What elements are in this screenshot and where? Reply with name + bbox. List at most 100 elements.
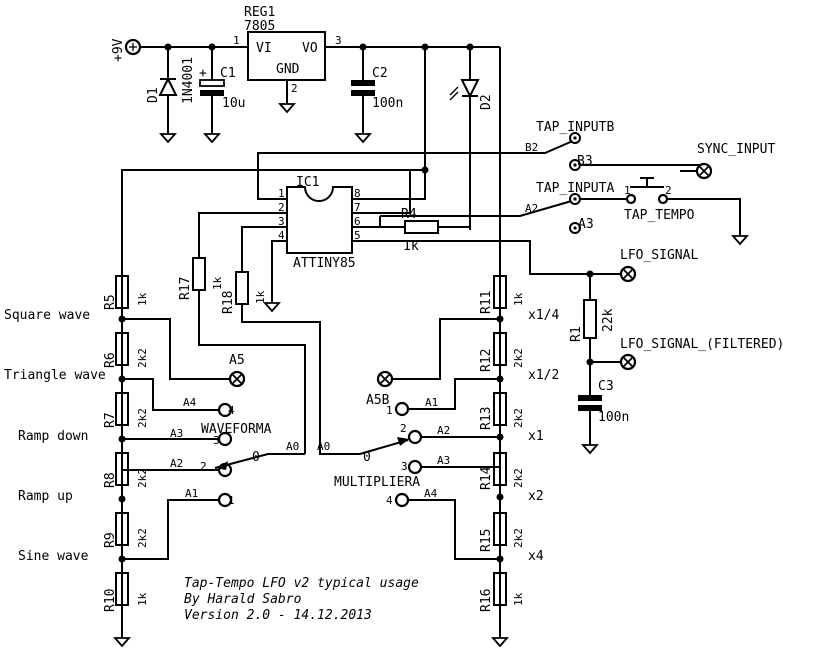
diode-d1: D1 1N4001 [146, 47, 196, 143]
r15-value: 2k2 [512, 528, 525, 548]
multiplier-pin-3-num: 3 [401, 460, 408, 473]
c1-ref: C1 [220, 66, 236, 81]
waveform-label-ramp-down: Ramp down [18, 429, 88, 444]
waveform-common-net: A0 [286, 440, 299, 453]
reg1-value: 7805 [244, 19, 275, 34]
a2-label: A2 [525, 202, 538, 215]
r11-value: 1k [512, 292, 525, 306]
r17-value: 1k [211, 276, 224, 290]
r14-ref: R14 [479, 466, 494, 490]
lfo-filtered-label: LFO_SIGNAL_(FILTERED) [620, 337, 784, 352]
multiplier-pin-4-num: 4 [386, 494, 393, 507]
tap-tempo-switch: 1 2 TAP_TEMPO [580, 177, 748, 245]
multiplier-label-x4: x4 [528, 549, 544, 564]
reg1-pin-vo-label: VO [302, 41, 318, 56]
r6-value: 2k2 [136, 348, 149, 368]
multiplier-label-x1: x1 [528, 429, 544, 444]
multiplier-switch: A1 1 A2 2 A3 3 A4 4 MULTIPLIERA 0 A0 [317, 396, 450, 508]
ic1-pin-5: 5 [354, 229, 361, 242]
r10-value: 1k [136, 592, 149, 606]
regulator-reg1: REG1 7805 VI VO GND 1 3 2 [233, 5, 342, 113]
waveform-pin-2-num: 2 [200, 460, 207, 473]
waveform-pin-a2-net: A2 [170, 457, 183, 470]
waveform-switch: A4 4 A3 3 A2 2 A1 1 WAVEFORMA 0 A0 [170, 396, 305, 508]
ic1-pin-3: 3 [278, 215, 285, 228]
r5-ref: R5 [103, 294, 118, 310]
multiplier-switch-ref: MULTIPLIERA [334, 475, 420, 490]
reg1-pin3: 3 [335, 34, 342, 47]
r15-ref: R15 [479, 529, 494, 552]
b3-label: B3 [577, 154, 593, 169]
multiplier-pin-a2-net: A2 [437, 424, 450, 437]
d2-ref: D2 [479, 94, 494, 110]
multiplier-label-x2: x2 [528, 489, 544, 504]
r8-ref: R8 [103, 472, 118, 488]
waveform-pin-a4-net: A4 [183, 396, 197, 409]
c3-ref: C3 [598, 379, 614, 394]
reg1-pin-vi-label: VI [256, 41, 272, 56]
a5-label: A5 [229, 353, 245, 368]
waveform-pin-a3-net: A3 [170, 427, 183, 440]
waveform-label-triangle: Triangle wave [4, 368, 106, 383]
r8-value: 2k2 [136, 468, 149, 488]
reg1-pin-gnd-label: GND [276, 62, 300, 77]
ic1-attiny85: IC1 ATTINY85 1 2 3 4 5 6 7 8 [278, 175, 361, 271]
capacitor-c1: + C1 10u [199, 47, 245, 143]
c2-ref: C2 [372, 66, 388, 81]
r12-value: 2k2 [512, 348, 525, 368]
ic1-pin-4: 4 [278, 229, 285, 242]
r7-ref: R7 [103, 412, 118, 428]
notes-line-3: Version 2.0 - 14.12.2013 [184, 608, 372, 623]
r17-ref: R17 [178, 277, 193, 300]
r1-value: 22k [601, 308, 616, 332]
notes: Tap-Tempo LFO v2 typical usage By Harald… [184, 576, 419, 623]
supply-label: +9V [111, 38, 126, 62]
notes-line-1: Tap-Tempo LFO v2 typical usage [184, 576, 419, 591]
ic1-ref: IC1 [296, 175, 319, 190]
r9-value: 2k2 [136, 528, 149, 548]
r13-value: 2k2 [512, 408, 525, 428]
ic1-pin-7: 7 [354, 201, 361, 214]
notes-line-2: By Harald Sabro [184, 592, 302, 607]
waveform-label-square: Square wave [4, 308, 90, 323]
r5-value: 1k [136, 292, 149, 306]
reg1-pin1: 1 [233, 34, 240, 47]
c1-value: 10u [222, 96, 245, 111]
tap-inputa-label: TAP_INPUTA [536, 181, 614, 196]
waveform-label-ramp-up: Ramp up [18, 489, 73, 504]
r18-value: 1k [254, 290, 267, 304]
r12-ref: R12 [479, 349, 494, 372]
r6-ref: R6 [103, 352, 118, 368]
c3-value: 100n [598, 410, 629, 425]
ic1-pin-2: 2 [278, 201, 285, 214]
b2-label: B2 [525, 141, 538, 154]
c1-polarity: + [199, 66, 207, 81]
r10-ref: R10 [103, 589, 118, 612]
ic1-pin-8: 8 [354, 187, 361, 200]
ic1-pin-6: 6 [354, 215, 361, 228]
r4-ref: R4 [401, 207, 417, 222]
r18-ref: R18 [221, 291, 236, 314]
r4-value: 1k [403, 239, 419, 254]
r14-value: 2k2 [512, 468, 525, 488]
r1-ref: R1 [569, 326, 584, 342]
lfo-output-section: LFO_SIGNAL R1 22k LFO_SIGNAL_(FILTERED) … [569, 248, 784, 454]
reg1-pin2: 2 [291, 82, 298, 95]
multiplier-common-pin: 0 [363, 450, 371, 465]
waveform-label-sine: Sine wave [18, 549, 89, 564]
r16-value: 1k [512, 592, 525, 606]
led-d2: D2 [449, 47, 494, 230]
r13-ref: R13 [479, 407, 494, 430]
waveform-pin-a1-net: A1 [185, 487, 198, 500]
ic1-wiring [121, 139, 590, 312]
waveform-pin-1-num: 1 [228, 494, 235, 507]
reg1-ref: REG1 [244, 5, 275, 20]
multiplier-ladder: R11 1k R12 2k2 R13 2k2 R14 2k2 R15 2k2 R… [366, 272, 559, 647]
capacitor-c2: C2 100n [351, 47, 403, 143]
d1-ref: D1 [146, 87, 161, 103]
waveform-ladder: R5 1k R6 2k2 R7 2k2 R8 2k2 R9 2k2 R10 1k… [4, 275, 246, 647]
multiplier-label-half: x1/2 [528, 368, 559, 383]
tap-inputb-label: TAP_INPUTB [536, 120, 614, 135]
r16-ref: R16 [479, 589, 494, 612]
